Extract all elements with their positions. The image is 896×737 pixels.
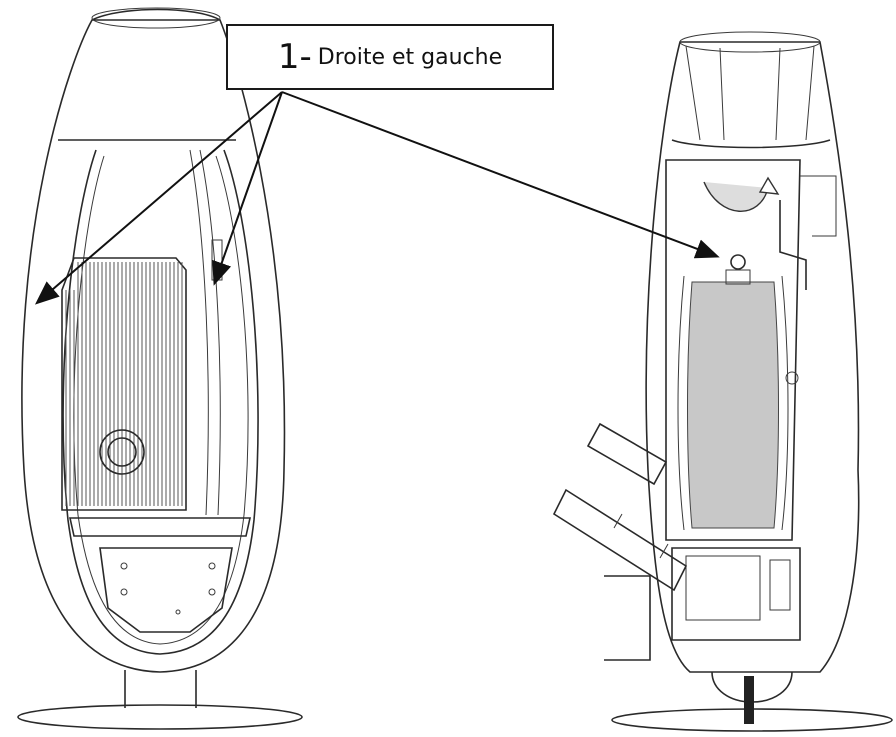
section-air-tube-upper: [586, 422, 668, 486]
front-heat-exchanger: [61, 257, 187, 511]
arrow-left-outer: [34, 91, 283, 305]
front-base-plate: [17, 704, 303, 730]
arrow-right-bolt: [281, 91, 720, 259]
callout-number: 1-: [277, 37, 312, 77]
section-view-stove: [552, 31, 893, 732]
front-fins: [65, 262, 183, 506]
front-ash-plate: [69, 517, 251, 537]
front-view-stove: [17, 7, 303, 730]
front-air-plate: [99, 547, 233, 633]
arrow-left-inner: [212, 91, 283, 286]
front-flue-outlet: [99, 429, 145, 475]
callout-label: 1- Droite et gauche: [226, 24, 554, 90]
front-outer-body: [21, 19, 286, 673]
section-air-tube-lower: [552, 488, 688, 592]
front-door-opening: [62, 149, 259, 655]
section-flow-arrow: [703, 181, 769, 212]
section-outer-shell: [645, 41, 860, 673]
front-pedestal: [124, 670, 197, 708]
callout-arrows: [34, 91, 720, 305]
section-firebox-liner: [687, 281, 779, 529]
callout-text: Droite et gauche: [317, 44, 503, 70]
section-bolt: [730, 254, 746, 270]
section-inner-chamber: [665, 159, 801, 541]
front-top-cap: [58, 8, 236, 141]
